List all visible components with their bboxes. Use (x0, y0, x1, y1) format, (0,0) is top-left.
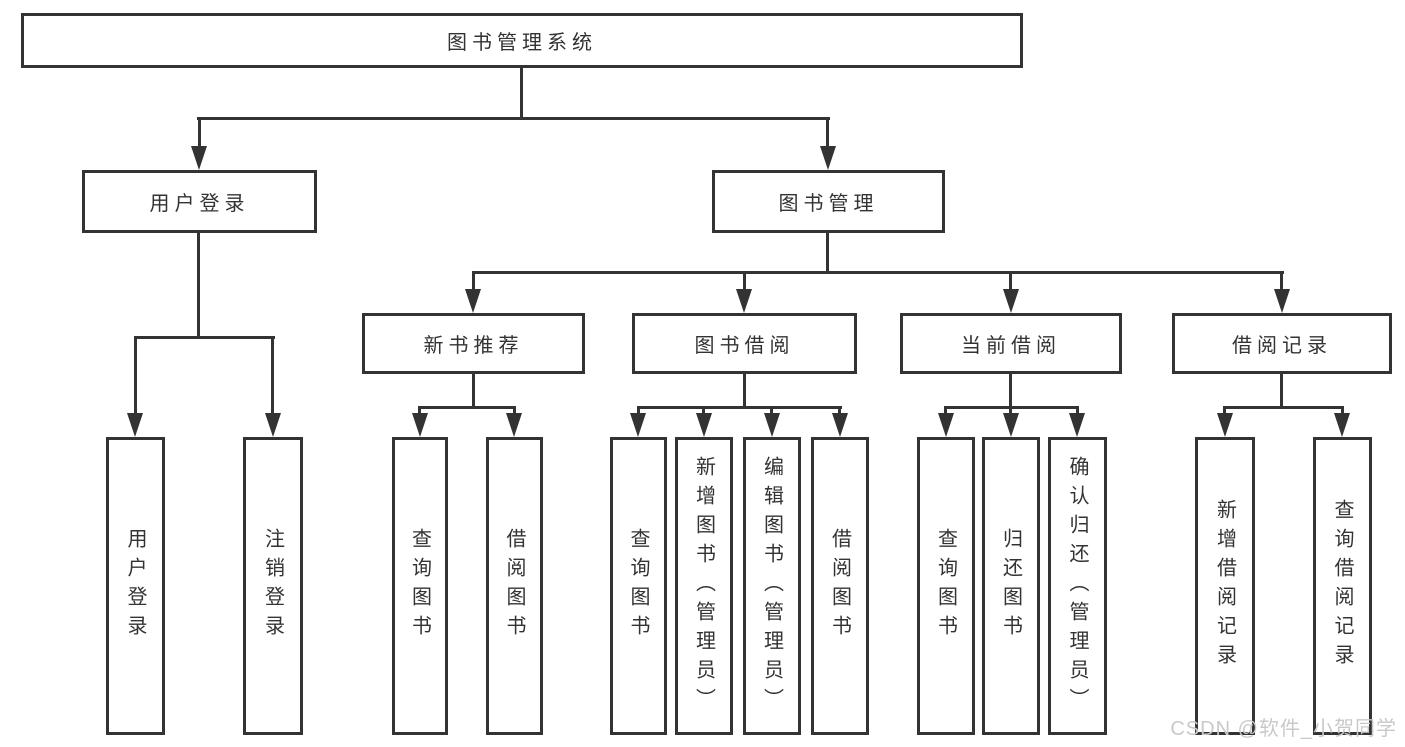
node-confirm-return-admin: 确认归还（管理员） (1048, 437, 1107, 735)
connector-line (702, 406, 705, 417)
arrow-down-icon (938, 413, 954, 437)
connector-line (1280, 271, 1283, 291)
connector-line (418, 406, 516, 409)
node-borrow-records: 借阅记录 (1172, 313, 1392, 374)
connector-line (198, 117, 201, 150)
node-query-books-current: 查询图书 (917, 437, 975, 735)
arrow-down-icon (506, 413, 522, 437)
arrow-down-icon (265, 413, 281, 437)
arrow-down-icon (1069, 413, 1085, 437)
connector-line (134, 336, 137, 415)
arrow-down-icon (764, 413, 780, 437)
node-logout-leaf: 注销登录 (243, 437, 303, 735)
node-query-books-borrow: 查询图书 (610, 437, 667, 735)
connector-line (1341, 406, 1344, 417)
connector-line (513, 406, 516, 417)
connector-line (271, 336, 274, 415)
node-new-book-recommend: 新书推荐 (362, 313, 585, 374)
csdn-watermark: CSDN @软件_小贺同学 (1170, 718, 1397, 740)
connector-line (637, 406, 640, 417)
node-add-book-admin: 新增图书（管理员） (675, 437, 733, 735)
arrow-down-icon (736, 289, 752, 313)
connector-line (826, 117, 829, 150)
connector-line (418, 406, 421, 417)
arrow-down-icon (191, 146, 207, 170)
node-query-books-recommend: 查询图书 (392, 437, 448, 735)
node-book-borrowing: 图书借阅 (632, 313, 857, 374)
connector-line (472, 271, 475, 291)
connector-line (770, 406, 773, 417)
connector-line (1223, 406, 1226, 417)
connector-line (838, 406, 841, 417)
arrow-down-icon (1274, 289, 1290, 313)
connector-line (743, 374, 746, 406)
node-edit-book-admin: 编辑图书（管理员） (743, 437, 801, 735)
connector-line (134, 336, 275, 339)
node-user-login-leaf: 用户登录 (106, 437, 165, 735)
connector-line (197, 117, 830, 120)
connector-line (1076, 406, 1079, 417)
connector-line (1009, 406, 1012, 417)
node-add-borrow-record: 新增借阅记录 (1195, 437, 1255, 735)
arrow-down-icon (412, 413, 428, 437)
arrow-down-icon (630, 413, 646, 437)
connector-line (1280, 374, 1283, 406)
node-borrow-books-leaf: 借阅图书 (811, 437, 869, 735)
node-query-borrow-record: 查询借阅记录 (1313, 437, 1372, 735)
connector-line (197, 233, 200, 336)
arrow-down-icon (820, 146, 836, 170)
connector-line (520, 68, 523, 117)
node-current-borrowing: 当前借阅 (900, 313, 1122, 374)
arrow-down-icon (465, 289, 481, 313)
arrow-down-icon (1334, 413, 1350, 437)
node-library-system: 图书管理系统 (21, 13, 1023, 68)
connector-line (826, 233, 829, 271)
arrow-down-icon (696, 413, 712, 437)
arrow-down-icon (832, 413, 848, 437)
node-borrow-books-recommend: 借阅图书 (486, 437, 543, 735)
connector-line (637, 406, 842, 409)
connector-line (472, 271, 1284, 274)
arrow-down-icon (1217, 413, 1233, 437)
connector-line (743, 271, 746, 291)
connector-line (1009, 374, 1012, 406)
connector-line (472, 374, 475, 406)
arrow-down-icon (1003, 413, 1019, 437)
node-user-login: 用户登录 (82, 170, 317, 233)
arrow-down-icon (127, 413, 143, 437)
connector-line (944, 406, 947, 417)
connector-line (1009, 271, 1012, 291)
arrow-down-icon (1003, 289, 1019, 313)
node-book-management: 图书管理 (712, 170, 945, 233)
connector-line (1223, 406, 1343, 409)
node-return-book: 归还图书 (982, 437, 1040, 735)
